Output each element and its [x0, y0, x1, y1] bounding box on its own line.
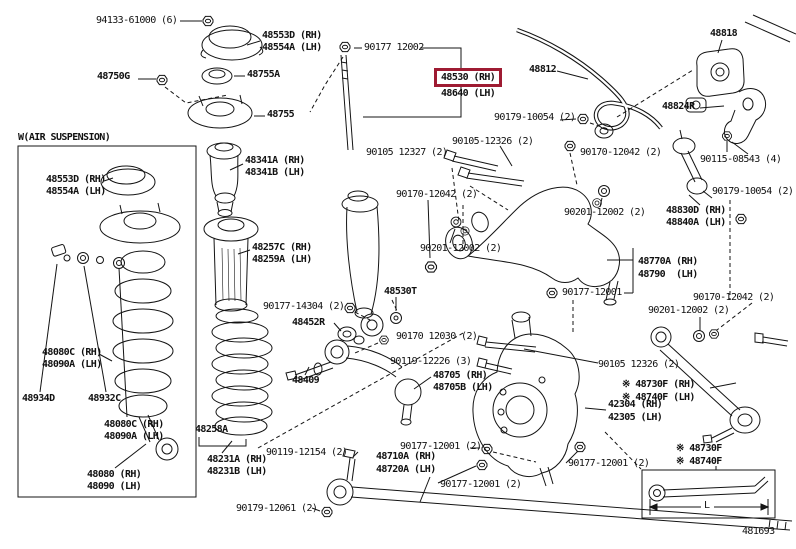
- coil-spring-drawing: [211, 308, 273, 436]
- label-481693: 481693: [742, 526, 775, 537]
- label-90179-10054-2: 90179-10054 (2): [494, 112, 576, 123]
- label-42305-lh: 42305 (LH): [608, 412, 663, 423]
- label-48740f: ※ 48740F: [676, 456, 722, 467]
- label-90105-12326-2: 90105-12326 (2): [452, 136, 534, 147]
- air-suspension-box: [17, 145, 197, 498]
- label-42304-rh: 42304 (RH): [608, 399, 663, 410]
- label-48554a-lh-2: 48554A (LH): [46, 186, 106, 197]
- label-48530t: 48530T: [384, 286, 417, 297]
- label-90177-12001-2: 90177-12001 (2): [400, 441, 482, 452]
- label-90170-12042-2-3: 90170-12042 (2): [693, 292, 775, 303]
- label-48750g: 48750G: [97, 71, 130, 82]
- label-90115-08543-4: 90115-08543 (4): [700, 154, 782, 165]
- label-48341a-rh: 48341A (RH): [245, 155, 305, 166]
- label-48824r: 48824R: [662, 101, 695, 112]
- label-48790-lh: 48790 (LH): [638, 269, 698, 280]
- label-48553d-rh: 48553D (RH): [262, 30, 322, 41]
- label-48409: 48409: [292, 375, 320, 386]
- stabilizer-bushing-drawing: [696, 48, 745, 97]
- label-48770a-rh: 48770A (RH): [638, 256, 698, 267]
- label-90177-12001: 90177-12001: [562, 287, 622, 298]
- dimension-box: [641, 469, 776, 519]
- label-48934d: 48934D: [22, 393, 55, 404]
- label-l: L: [704, 500, 710, 511]
- label-48231a-rh: 48231A (RH): [207, 454, 267, 465]
- label-90105-12327-2: 90105 12327 (2): [366, 147, 448, 158]
- label-90170-12042-2: 90170-12042 (2): [580, 147, 662, 158]
- label-48830d-rh: 48830D (RH): [666, 205, 726, 216]
- dust-cover-drawing: [203, 216, 259, 312]
- label-48080c-rh-2: 48080C (RH): [104, 419, 164, 430]
- label-48932c: 48932C: [88, 393, 121, 404]
- label-48341b-lh: 48341B (LH): [245, 167, 305, 178]
- label-90119-12154-2: 90119-12154 (2): [266, 447, 348, 458]
- label-90179-12061-2: 90179-12061 (2): [236, 503, 318, 514]
- label-48720a-lh: 48720A (LH): [376, 464, 436, 475]
- leader-lines: [39, 20, 749, 512]
- label-48730f: ※ 48730F: [676, 443, 722, 454]
- label-48258a: 48258A: [195, 424, 228, 435]
- label-48705b-lh: 48705B (LH): [433, 382, 493, 393]
- label-48640-lh: 48640 (LH): [441, 88, 496, 99]
- support-mount-drawing: [156, 15, 264, 129]
- label-48554a-lh: 48554A (LH): [262, 42, 322, 53]
- label-48257c-rh: 48257C (RH): [252, 242, 312, 253]
- label-90201-12002-2-3: 90201-12002 (2): [648, 305, 730, 316]
- stabilizer-bracket-drawing: [685, 88, 767, 152]
- label-48730f-rh: ※ 48730F (RH): [622, 379, 695, 390]
- label-48080c-rh: 48080C (RH): [42, 347, 102, 358]
- label-90119-12226-3: 90119-12226 (3): [390, 356, 472, 367]
- label-48812: 48812: [529, 64, 557, 75]
- label-90179-10054-2-2: 90179-10054 (2): [712, 186, 794, 197]
- label-48231b-lh: 48231B (LH): [207, 466, 267, 477]
- label-94133-61000-6: 94133-61000 (6): [96, 15, 178, 26]
- label-90177-12001-2-3: 90177-12001 (2): [440, 479, 522, 490]
- label-90177-14304-2: 90177-14304 (2): [263, 301, 345, 312]
- stabilizer-link-drawing: [672, 129, 747, 225]
- label-90170-12030-2: 90170 12030 (2): [396, 331, 478, 342]
- dashed-lines: [164, 56, 753, 470]
- label-w-air-suspension: W(AIR SUSPENSION): [18, 132, 111, 143]
- knuckle-drawing: [472, 311, 586, 487]
- label-48452r: 48452R: [292, 317, 325, 328]
- label-48080-rh: 48080 (RH): [87, 469, 142, 480]
- label-48840a-lh: 48840A (LH): [666, 217, 726, 228]
- label-90177-12001-2-2: 90177-12001 (2): [568, 458, 650, 469]
- label-48259a-lh: 48259A (LH): [252, 254, 312, 265]
- label-48710a-rh: 48710A (RH): [376, 451, 436, 462]
- label-48740f-lh: ※ 48740F (LH): [622, 392, 695, 403]
- strut-rod-drawing: [321, 448, 793, 531]
- label-48553d-rh-2: 48553D (RH): [46, 174, 106, 185]
- label-90170-12042-2-2: 90170-12042 (2): [396, 189, 478, 200]
- label-48530-rh: 48530 (RH): [434, 68, 503, 87]
- label-48755a: 48755A: [247, 69, 280, 80]
- upper-arm-drawing: [285, 302, 513, 426]
- label-48755: 48755: [267, 109, 295, 120]
- label-90201-12002-2-2: 90201-12002 (2): [420, 243, 502, 254]
- stabilizer-bar-drawing: [516, 14, 796, 139]
- lower-arm-drawing: [424, 113, 620, 306]
- label-90105-12326-2-2: 90105 12326 (2): [598, 359, 680, 370]
- rear-arm2-drawing: [650, 326, 789, 444]
- label-48090a-lh: 48090A (LH): [42, 359, 102, 370]
- label-48090-lh: 48090 (LH): [87, 481, 142, 492]
- label-48818: 48818: [710, 28, 738, 39]
- label-48705-rh: 48705 (RH): [433, 370, 488, 381]
- label-48090a-lh-2: 48090A (LH): [104, 431, 164, 442]
- bump-stop-drawing: [206, 142, 242, 217]
- label-90177-12002: 90177 12002: [364, 42, 424, 53]
- label-90201-12002-2: 90201-12002 (2): [564, 207, 646, 218]
